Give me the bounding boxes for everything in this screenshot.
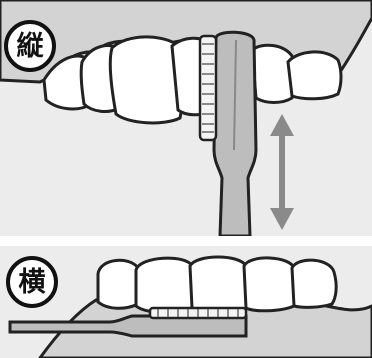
horizontal-brushing-illustration (0, 246, 372, 358)
tooth-2 (136, 258, 195, 312)
tooth-far-right (288, 52, 341, 99)
vertical-label-badge: 縦 (4, 20, 56, 72)
horizontal-brushing-panel: 横 (0, 246, 372, 358)
tooth-4 (244, 258, 297, 311)
vertical-brushing-panel: 縦 (0, 0, 372, 236)
up-down-arrow-icon (270, 114, 294, 230)
vertical-brushing-illustration (0, 0, 372, 236)
horizontal-label-badge: 横 (6, 256, 58, 308)
tooth-5 (292, 260, 336, 307)
tooth-1 (98, 260, 140, 308)
tooth-3 (190, 257, 249, 313)
